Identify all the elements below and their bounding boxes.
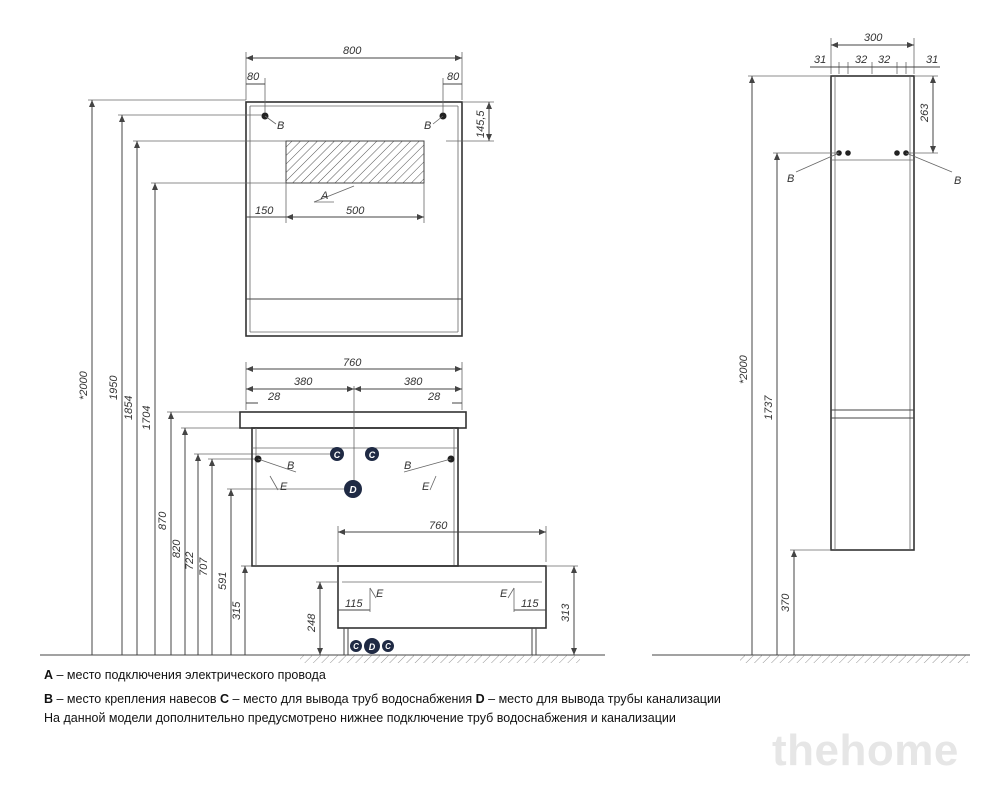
dim-side-seg1: 31 [814, 54, 826, 66]
legend-line-1: A – место подключения электрического про… [44, 668, 326, 682]
height-label-5: 870 [157, 511, 169, 530]
label-c-floor-left: C [353, 642, 359, 651]
dim-vanity-half-left: 380 [294, 376, 313, 388]
side-hang-2 [845, 150, 851, 156]
dim-vanity-width: 760 [343, 357, 362, 369]
label-a: A [320, 190, 328, 202]
water-outlet-marker-left [330, 447, 344, 461]
dim-floor-unit-width: 760 [429, 520, 448, 532]
label-b-vanity-right: B [404, 460, 411, 472]
label-b-side-left: B [787, 173, 794, 185]
height-label-3: 1854 [123, 396, 135, 420]
dim-side-width: 300 [864, 32, 883, 44]
dim-top-width: 800 [343, 45, 362, 57]
label-b-vanity-left: B [287, 460, 294, 472]
tall-cabinet-outline [830, 75, 915, 551]
label-e-floor-right: E [500, 588, 508, 600]
dim-offset-150: 150 [255, 205, 274, 217]
dim-edge-right: 28 [427, 391, 441, 403]
watermark-logo: thehome [772, 726, 959, 775]
height-label-7: 722 [184, 552, 196, 570]
dim-side-seg4: 31 [926, 54, 938, 66]
floor-water-outlet-right [382, 640, 394, 652]
dim-floor-left-offset: 115 [345, 598, 363, 610]
legend-key-c: C [220, 692, 230, 706]
dim-top-right-offset: 80 [447, 71, 460, 83]
drain-outlet-marker [344, 480, 362, 498]
legend-line-2: B – место крепления навесов C – место дл… [44, 692, 721, 706]
dim-side-height-370: 370 [780, 593, 792, 612]
dim-side-height-total: *2000 [738, 354, 750, 384]
dim-side-seg3: 32 [878, 54, 890, 66]
label-e-vanity-left: E [280, 481, 288, 493]
height-label-1: *2000 [78, 370, 90, 400]
legend-note: На данной модели дополнительно предусмот… [44, 711, 676, 725]
dim-floor-height-left: 248 [306, 613, 318, 633]
dim-floor-right-offset: 115 [521, 598, 539, 610]
legend-text-b: – место крепления навесов [53, 692, 221, 706]
label-b-top-right: B [424, 120, 431, 132]
top-view: B B A 800 80 80 145,5 150 500 [245, 45, 494, 337]
water-outlet-marker-right [365, 447, 379, 461]
legend-text-a: – место подключения электрического прово… [53, 668, 326, 682]
label-d-floor: D [369, 642, 376, 652]
dim-vanity-half-right: 380 [404, 376, 423, 388]
electrical-zone [285, 140, 425, 184]
label-d-vanity: D [349, 485, 356, 496]
label-e-vanity-right: E [422, 481, 430, 493]
floor-left [40, 654, 605, 663]
floor-water-outlet-left [350, 640, 362, 652]
legend-key-b: B [44, 692, 54, 706]
side-hang-3 [894, 150, 900, 156]
vanity-unit: 760 380 380 28 28 B B C C D E E [239, 357, 467, 567]
side-view: 300 31 32 32 31 263 B B *2000 1737 [652, 32, 970, 663]
height-label-10: 315 [231, 601, 243, 620]
legend-key-a: A [44, 668, 54, 682]
dim-edge-left: 28 [267, 391, 281, 403]
label-b-top-left: B [277, 120, 284, 132]
vanity-top [239, 411, 467, 429]
height-label-4: 1704 [141, 406, 153, 430]
label-c-vanity-left: C [334, 450, 341, 460]
height-label-2: 1950 [108, 375, 120, 400]
dim-side-seg2: 32 [855, 54, 867, 66]
height-label-6: 820 [171, 539, 183, 558]
label-c-floor-right: C [385, 642, 391, 651]
label-c-vanity-right: C [369, 450, 376, 460]
dim-side-height-1737: 1737 [763, 395, 775, 420]
legend-text-d: – место для вывода трубы канализации [484, 692, 721, 706]
height-dimensions: *2000 1950 1854 1704 870 820 722 707 591… [78, 99, 344, 655]
dim-hang-height: 145,5 [475, 110, 487, 138]
height-label-9: 591 [217, 572, 229, 590]
floor-drain-outlet [364, 638, 380, 654]
height-label-8: 707 [198, 557, 210, 576]
floor-unit: 760 115 115 E E 248 313 C D C [306, 520, 578, 655]
floor-unit-body [337, 565, 547, 629]
legend-text-c: – место для вывода труб водоснабжения [229, 692, 476, 706]
legend-key-d: D [475, 692, 485, 706]
legend-line-3: На данной модели дополнительно предусмот… [44, 711, 676, 725]
dim-floor-height-right: 313 [560, 603, 572, 622]
dim-zone-500: 500 [346, 205, 365, 217]
mirror-cabinet-outline [245, 101, 463, 337]
dim-side-top-gap: 263 [919, 103, 931, 123]
label-e-floor-left: E [376, 588, 384, 600]
dim-top-left-offset: 80 [247, 71, 260, 83]
label-b-side-right: B [954, 175, 961, 187]
